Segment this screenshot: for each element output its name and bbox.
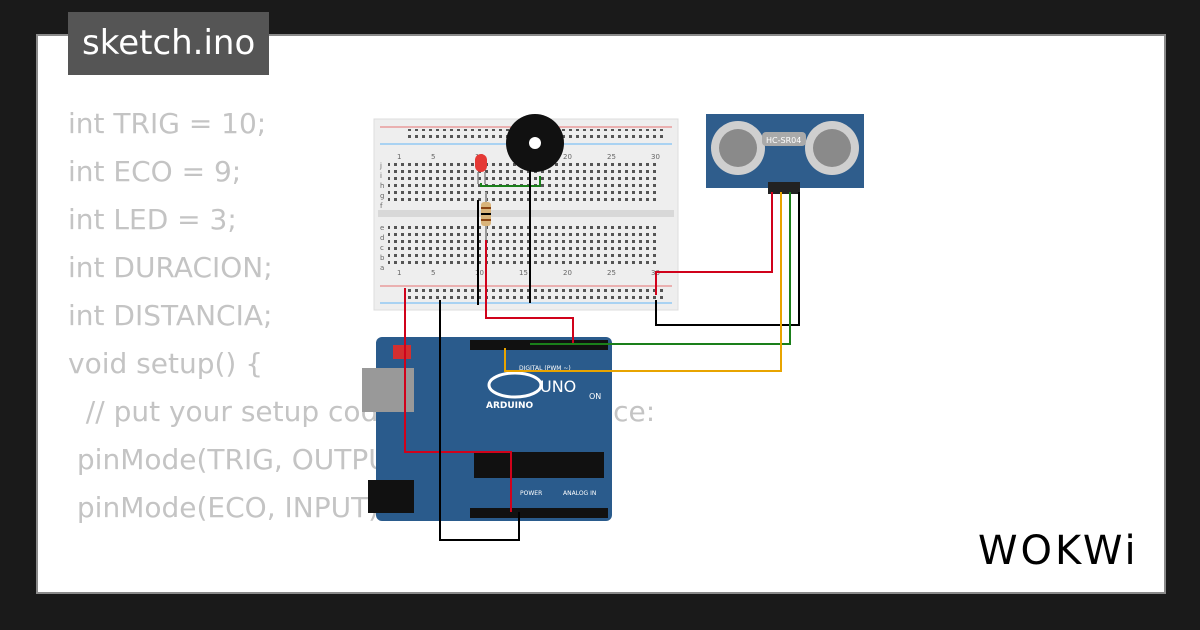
digital-label: DIGITAL (PWM ~) bbox=[519, 365, 571, 372]
bb-row-letter: h bbox=[380, 182, 384, 190]
on-label: ON bbox=[589, 392, 601, 401]
analog-label: ANALOG IN bbox=[563, 490, 596, 497]
bb-number: 1 bbox=[397, 153, 401, 161]
bb-number: 20 bbox=[563, 269, 572, 277]
bb-row-letter: d bbox=[380, 234, 384, 242]
resistor[interactable] bbox=[481, 192, 491, 240]
code-line: int LED = 3; bbox=[68, 203, 237, 236]
bb-number: 20 bbox=[563, 153, 572, 161]
bb-number: 30 bbox=[651, 153, 660, 161]
arduino-uno[interactable]: UNO ARDUINO ON DIGITAL (PWM ~) POWER ANA… bbox=[362, 337, 612, 521]
wokwi-logo: WOKWi bbox=[978, 528, 1139, 574]
ultrasonic-sensor[interactable]: HC-SR04 bbox=[706, 114, 864, 194]
buzzer[interactable] bbox=[506, 114, 564, 172]
bb-number: 25 bbox=[607, 153, 616, 161]
bb-row-letter: a bbox=[380, 264, 384, 272]
bb-number: 5 bbox=[431, 153, 435, 161]
board-brand: ARDUINO bbox=[486, 401, 534, 411]
bb-row-letter: f bbox=[380, 202, 383, 210]
bb-number: 5 bbox=[431, 269, 435, 277]
bb-number: 15 bbox=[519, 269, 528, 277]
bb-row-letter: b bbox=[380, 254, 385, 262]
bb-number: 25 bbox=[607, 269, 616, 277]
led-red[interactable] bbox=[475, 154, 487, 184]
code-line: int DISTANCIA; bbox=[68, 299, 273, 332]
bb-row-letter: c bbox=[380, 244, 384, 252]
bb-row-letter: e bbox=[380, 224, 384, 232]
sensor-label: HC-SR04 bbox=[766, 136, 801, 145]
bb-number: 10 bbox=[475, 269, 484, 277]
bb-row-letter: g bbox=[380, 192, 384, 200]
power-label: POWER bbox=[520, 490, 542, 497]
bb-number: 1 bbox=[397, 269, 401, 277]
bb-row-letter: j bbox=[379, 162, 382, 170]
bb-row-letter: i bbox=[380, 172, 382, 180]
code-line: int ECO = 9; bbox=[68, 155, 242, 188]
file-tab[interactable]: sketch.ino bbox=[68, 12, 270, 75]
board-model: UNO bbox=[540, 377, 576, 396]
code-line: int TRIG = 10; bbox=[68, 107, 267, 140]
wires bbox=[404, 170, 800, 541]
code-line: void setup() { bbox=[68, 347, 264, 380]
code-line: int DURACION; bbox=[68, 251, 273, 284]
